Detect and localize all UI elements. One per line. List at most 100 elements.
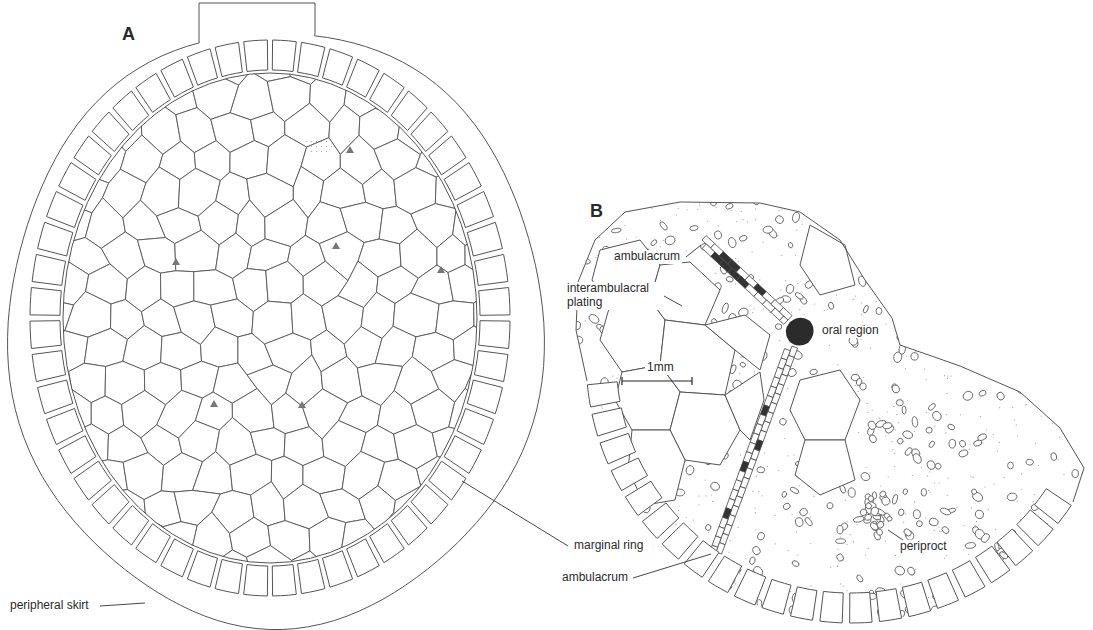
stipple-dot bbox=[993, 434, 994, 435]
ring-block bbox=[444, 163, 481, 201]
stipple-dot bbox=[893, 406, 894, 407]
stipple-dot bbox=[730, 210, 731, 211]
stipple-dot bbox=[777, 235, 778, 236]
stipple-dot bbox=[1071, 585, 1072, 586]
stipple-dot bbox=[975, 525, 976, 526]
stipple-dot bbox=[960, 288, 961, 289]
stipple-dot bbox=[600, 483, 601, 484]
stipple-dot bbox=[1071, 602, 1072, 603]
stipple-dot bbox=[939, 527, 940, 528]
stipple-dot bbox=[915, 569, 916, 570]
ossicle bbox=[978, 389, 987, 397]
ring-block bbox=[467, 380, 502, 414]
stipple-dot bbox=[621, 597, 622, 598]
stipple-dot bbox=[977, 292, 978, 293]
stipple-dot bbox=[586, 421, 587, 422]
stipple-dot bbox=[1050, 576, 1051, 577]
ossicle bbox=[1004, 295, 1010, 305]
stipple-dot bbox=[999, 309, 1000, 310]
stipple-dot bbox=[999, 442, 1000, 443]
plate bbox=[193, 452, 233, 494]
scale-bar bbox=[622, 377, 692, 385]
ossicle bbox=[1065, 514, 1075, 523]
ossicle bbox=[690, 225, 699, 231]
stipple-dot bbox=[855, 385, 856, 386]
ossicle bbox=[980, 532, 991, 544]
ossicle bbox=[1001, 379, 1007, 384]
stipple-dot bbox=[998, 608, 999, 609]
ossicle bbox=[1030, 393, 1039, 402]
ossicle bbox=[1071, 469, 1078, 478]
ossicle bbox=[1033, 219, 1046, 232]
stipple-dot bbox=[758, 491, 759, 492]
stipple-dot bbox=[845, 500, 846, 501]
ossicles bbox=[570, 197, 1091, 620]
stipple-dot bbox=[1014, 355, 1015, 356]
ossicle bbox=[907, 566, 916, 576]
ossicle bbox=[806, 202, 814, 210]
ossicle bbox=[749, 556, 756, 565]
stipple-dot bbox=[977, 363, 978, 364]
ossicle bbox=[978, 252, 985, 263]
stipple-dot bbox=[946, 555, 947, 556]
ossicle bbox=[795, 517, 804, 527]
ossicle bbox=[911, 352, 919, 360]
stipple-dot bbox=[763, 309, 764, 310]
stipple-dot bbox=[963, 549, 964, 550]
ossicle bbox=[1071, 583, 1079, 592]
stipple-dot bbox=[1079, 336, 1080, 337]
leader-line bbox=[462, 481, 568, 546]
plate-gap bbox=[332, 242, 340, 249]
ossicle bbox=[865, 502, 873, 510]
ambulacral-plate bbox=[780, 316, 788, 324]
ossicle bbox=[1030, 557, 1038, 565]
stipple-dot bbox=[887, 305, 888, 306]
stipple-dot bbox=[827, 212, 828, 213]
ring-block bbox=[928, 573, 959, 609]
stipple-dot bbox=[891, 262, 892, 263]
part-label: ambulacrum bbox=[560, 571, 630, 585]
ossicle bbox=[931, 237, 937, 244]
stipple-dot bbox=[686, 250, 687, 251]
ring-block bbox=[30, 321, 61, 349]
stipple-dot bbox=[937, 249, 938, 250]
ossicle bbox=[836, 553, 845, 563]
ring-block bbox=[474, 254, 508, 285]
stipple-dot bbox=[1003, 311, 1004, 312]
stipple-dot bbox=[742, 219, 743, 220]
stipple-dot bbox=[1018, 387, 1019, 388]
stipple-dot bbox=[943, 200, 944, 201]
stipple-dot bbox=[754, 371, 755, 372]
stipple-dot bbox=[775, 543, 776, 544]
ossicle bbox=[941, 525, 950, 534]
oral-region-mark bbox=[786, 318, 814, 346]
ossicle bbox=[896, 437, 904, 445]
ossicle bbox=[1033, 381, 1042, 389]
ossicle bbox=[913, 510, 921, 519]
stipple-dot bbox=[864, 236, 865, 237]
stipple-dot bbox=[936, 293, 937, 294]
stipple-dot bbox=[749, 305, 750, 306]
stipple-dot bbox=[590, 470, 591, 471]
ossicle bbox=[1031, 375, 1041, 384]
stipple-dot bbox=[1072, 272, 1073, 273]
ossicle bbox=[1007, 492, 1018, 501]
ossicle bbox=[1061, 552, 1069, 559]
stipple-dot bbox=[969, 449, 970, 450]
ossicle bbox=[1055, 549, 1061, 556]
stipple-dot bbox=[1013, 212, 1014, 213]
stipple-dot bbox=[837, 364, 838, 365]
stipple-dot bbox=[1088, 245, 1089, 246]
stipple-dot bbox=[780, 290, 781, 291]
stipple-dot bbox=[879, 418, 880, 419]
stipple-dot bbox=[880, 485, 881, 486]
stipple-dot bbox=[1045, 601, 1046, 602]
stipple-dot bbox=[988, 243, 989, 244]
stipple-dot bbox=[1051, 417, 1052, 418]
ossicle bbox=[739, 234, 748, 242]
stipple-dot bbox=[747, 221, 748, 222]
ossicle bbox=[1079, 500, 1087, 508]
ossicle bbox=[831, 220, 841, 229]
stipple-dot bbox=[1049, 594, 1050, 595]
stipple-dot bbox=[921, 467, 922, 468]
